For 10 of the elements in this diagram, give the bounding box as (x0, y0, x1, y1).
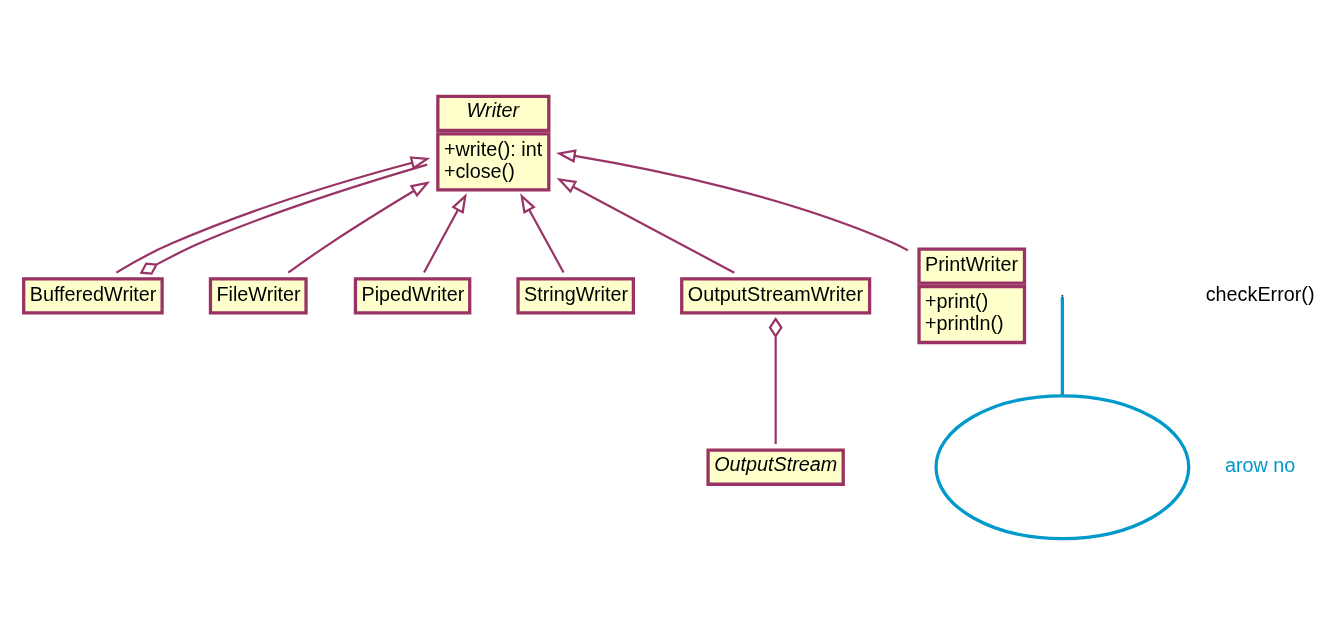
connector (768, 317, 783, 444)
label: arow no (1224, 454, 1296, 477)
connector (1060, 297, 1065, 396)
arrow (556, 149, 909, 252)
node-ellipse (934, 394, 1191, 541)
arrow (520, 193, 565, 274)
label: checkError() (1205, 282, 1315, 305)
arrow (287, 181, 431, 274)
arrow (556, 177, 735, 274)
arrow (423, 193, 467, 274)
